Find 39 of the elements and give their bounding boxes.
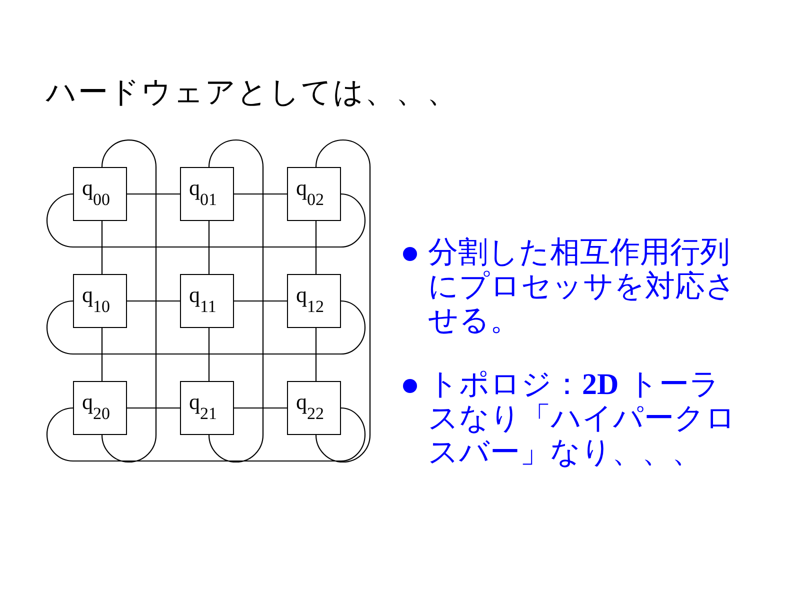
link-line bbox=[234, 300, 287, 302]
link-line bbox=[234, 193, 287, 195]
link-line bbox=[208, 221, 210, 274]
link-line bbox=[315, 328, 317, 381]
node-label: q$_{12}$ bbox=[296, 284, 324, 317]
wraparound-link bbox=[46, 300, 366, 355]
processor-box bbox=[287, 381, 341, 435]
processor-box bbox=[73, 167, 127, 221]
node-label: q$_{21}$ bbox=[189, 391, 217, 424]
node-label: q$_{01}$ bbox=[189, 177, 217, 210]
node-label: q$_{22}$ bbox=[296, 391, 324, 424]
processor-box bbox=[287, 274, 341, 328]
processor-box bbox=[180, 381, 234, 435]
link-line bbox=[208, 328, 210, 381]
node-label: q$_{20}$ bbox=[82, 391, 110, 424]
node-label: q$_{00}$ bbox=[82, 177, 110, 210]
link-line bbox=[127, 193, 180, 195]
wraparound-link bbox=[315, 140, 371, 462]
processor-box bbox=[73, 274, 127, 328]
wraparound-link bbox=[101, 140, 157, 462]
wraparound-link bbox=[46, 193, 366, 248]
link-line bbox=[127, 300, 180, 302]
node-label: q$_{02}$ bbox=[296, 177, 324, 210]
link-line bbox=[234, 407, 287, 409]
link-line bbox=[127, 407, 180, 409]
processor-box bbox=[73, 381, 127, 435]
node-label: q$_{11}$ bbox=[189, 284, 216, 317]
slide-title: ハードウェアとしては、、、 bbox=[46, 74, 458, 112]
processor-box bbox=[180, 167, 234, 221]
processor-box bbox=[287, 167, 341, 221]
bullet-text: トポロジ：2D トーラスなり「ハイパークロスバー」なり、、、 bbox=[428, 368, 737, 470]
link-line bbox=[101, 328, 103, 381]
wraparound-link bbox=[46, 407, 366, 462]
processor-box bbox=[180, 274, 234, 328]
wraparound-link bbox=[208, 140, 264, 462]
link-line bbox=[101, 221, 103, 274]
link-line bbox=[315, 221, 317, 274]
node-label: q$_{10}$ bbox=[82, 284, 110, 317]
bullet-text: 分割した相互作用行列にプロセッサを対応させる。 bbox=[428, 236, 737, 338]
